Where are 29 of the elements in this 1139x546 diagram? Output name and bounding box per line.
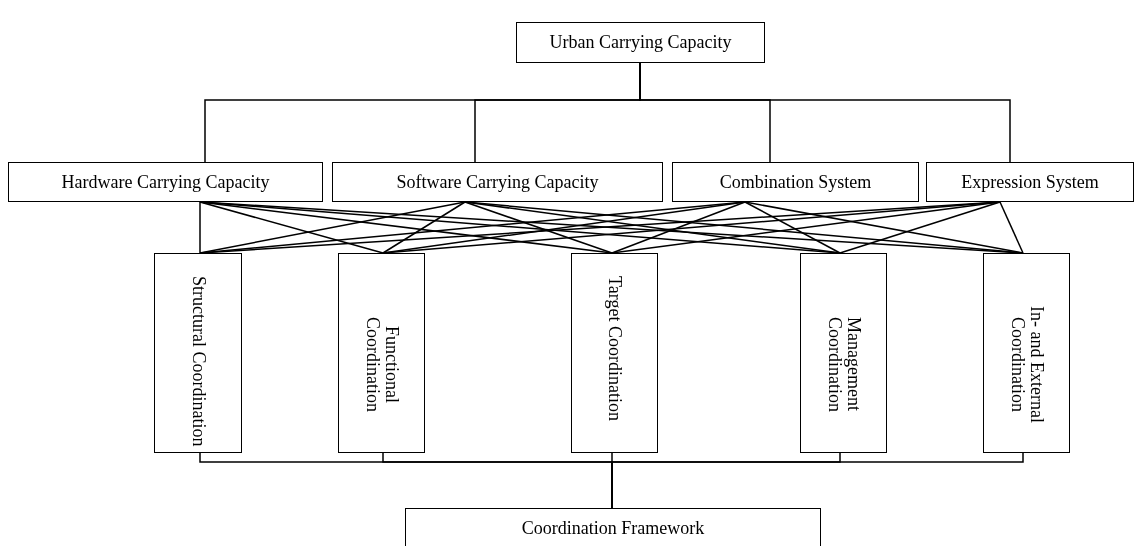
- connector-line: [464, 201, 613, 254]
- box-label: Combination System: [719, 171, 872, 193]
- box-label: Functional Coordination: [361, 315, 402, 414]
- process-box: [332, 162, 663, 202]
- process-box: [571, 253, 658, 453]
- box-label: In- and External Coordination: [1006, 304, 1047, 425]
- box-label: Target Coordination: [604, 276, 625, 421]
- process-box: [154, 253, 242, 453]
- box-label: Hardware Carrying Capacity: [61, 171, 270, 193]
- process-box: [8, 162, 323, 202]
- process-box: [800, 253, 887, 453]
- connector-line: [199, 201, 201, 254]
- box-label: Urban Carrying Capacity: [549, 32, 732, 53]
- box-label: Software Carrying Capacity: [396, 171, 599, 193]
- process-box: [405, 508, 821, 546]
- box-label: Structural Coordination: [188, 276, 208, 447]
- box-label: Expression System: [961, 171, 1099, 193]
- connector-line: [999, 201, 1024, 254]
- process-box: [338, 253, 425, 453]
- box-label: Coordination Framework: [521, 517, 705, 539]
- connector-line: [839, 201, 1001, 254]
- box-label: Management Coordination: [823, 315, 864, 414]
- process-box: [926, 162, 1134, 202]
- process-box: [983, 253, 1070, 453]
- process-box: [516, 22, 765, 63]
- connector-line: [611, 201, 746, 254]
- connector-line: [744, 201, 841, 254]
- connector-line: [382, 201, 466, 254]
- process-box: [672, 162, 919, 202]
